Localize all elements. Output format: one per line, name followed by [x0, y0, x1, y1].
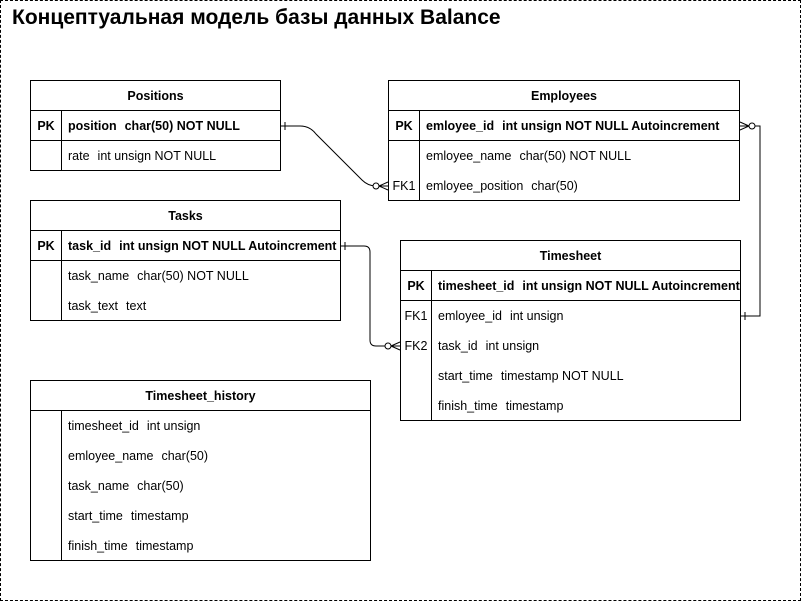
- field-type: timestamp: [505, 399, 564, 413]
- field-row: finish_time timestamp: [401, 391, 740, 421]
- key-label: PK: [407, 279, 425, 293]
- field-row: task_name char(50): [31, 471, 370, 501]
- field-type: int unsign NOT NULL Autoincrement: [522, 279, 740, 293]
- field-row: task_name char(50) NOT NULL: [31, 261, 340, 291]
- field-row: task_text text: [31, 291, 340, 321]
- entity-timesheet-history[interactable]: Timesheet_history timesheet_id int unsign…: [30, 380, 371, 561]
- field-type: char(50): [531, 179, 578, 193]
- field-name: timesheet_id: [438, 279, 515, 293]
- entity-header: Employees: [389, 81, 739, 111]
- field-name: rate: [68, 149, 90, 163]
- field-name: start_time: [438, 369, 493, 383]
- key-divider: [431, 271, 432, 420]
- zero-marker-icon: [748, 122, 756, 130]
- key-label: FK2: [404, 339, 428, 353]
- entity-header: Timesheet: [401, 241, 740, 271]
- zero-marker-icon: [384, 342, 392, 350]
- field-name: task_id: [68, 239, 112, 253]
- key-label: FK1: [392, 179, 416, 193]
- pk-row: PK task_id int unsign NOT NULL Autoincrem…: [31, 231, 340, 261]
- field-type: timestamp: [135, 539, 194, 553]
- pk-row: PK position char(50) NOT NULL: [31, 111, 280, 141]
- field-name: start_time: [68, 509, 123, 523]
- field-type: int unsign: [509, 309, 564, 323]
- entity-positions[interactable]: Positions PK position char(50) NOT NULL r…: [30, 80, 281, 171]
- field-row: rate int unsign NOT NULL: [31, 141, 280, 171]
- zero-marker-icon: [372, 182, 380, 190]
- entity-header: Timesheet_history: [31, 381, 370, 411]
- relation-employees-timesheet[interactable]: [740, 125, 761, 317]
- field-type: text: [126, 299, 147, 313]
- key-divider: [419, 111, 420, 200]
- crowfoot-icon: [378, 181, 389, 191]
- field-type: char(50) NOT NULL: [124, 119, 240, 133]
- entity-header: Tasks: [31, 201, 340, 231]
- entity-employees[interactable]: Employees PK emloyee_id int unsign NOT NU…: [388, 80, 740, 201]
- crowfoot-icon: [739, 121, 750, 131]
- pk-row: PK timesheet_id int unsign NOT NULL Autoi…: [401, 271, 740, 301]
- field-type: int unsign NOT NULL Autoincrement: [502, 119, 720, 133]
- field-type: char(50): [161, 449, 209, 463]
- field-row: emloyee_name char(50) NOT NULL: [389, 141, 739, 171]
- field-name: position: [68, 119, 117, 133]
- field-type: timestamp NOT NULL: [500, 369, 624, 383]
- key-label: PK: [37, 239, 55, 253]
- key-divider: [61, 231, 62, 320]
- field-row: timesheet_id int unsign: [31, 411, 370, 441]
- field-name: emloyee_id: [438, 309, 502, 323]
- entity-timesheet[interactable]: Timesheet PK timesheet_id int unsign NOT …: [400, 240, 741, 421]
- key-divider: [61, 111, 62, 170]
- key-label: FK1: [404, 309, 428, 323]
- field-type: int unsign: [485, 339, 540, 353]
- field-name: emloyee_name: [426, 149, 512, 163]
- field-name: finish_time: [438, 399, 498, 413]
- field-name: task_name: [68, 479, 130, 493]
- field-type: int unsign NOT NULL: [97, 149, 217, 163]
- field-type: timestamp: [130, 509, 189, 523]
- entity-tasks[interactable]: Tasks PK task_id int unsign NOT NULL Auto…: [30, 200, 341, 321]
- relation-tasks-timesheet[interactable]: [341, 245, 400, 347]
- field-name: finish_time: [68, 539, 128, 553]
- field-name: emloyee_id: [426, 119, 495, 133]
- field-name: task_text: [68, 299, 119, 313]
- field-row: FK1 emloyee_position char(50): [389, 171, 739, 201]
- field-name: timesheet_id: [68, 419, 139, 433]
- diagram-title: Концептуальная модель базы данных Balanc…: [12, 6, 501, 29]
- key-label: PK: [37, 119, 55, 133]
- field-row: emloyee_name char(50): [31, 441, 370, 471]
- key-divider: [61, 411, 62, 560]
- field-row: start_time timestamp: [31, 501, 370, 531]
- field-type: int unsign NOT NULL Autoincrement: [119, 239, 337, 253]
- relation-positions-employees[interactable]: [281, 125, 388, 187]
- field-type: char(50): [137, 479, 184, 493]
- key-label: PK: [395, 119, 413, 133]
- field-row: FK1 emloyee_id int unsign: [401, 301, 740, 331]
- field-name: task_name: [68, 269, 130, 283]
- field-name: emloyee_position: [426, 179, 524, 193]
- entity-header: Positions: [31, 81, 280, 111]
- field-row: start_time timestamp NOT NULL: [401, 361, 740, 391]
- field-type: char(50) NOT NULL: [137, 269, 249, 283]
- pk-row: PK emloyee_id int unsign NOT NULL Autoinc…: [389, 111, 739, 141]
- field-type: char(50) NOT NULL: [519, 149, 632, 163]
- field-name: task_id: [438, 339, 478, 353]
- field-name: emloyee_name: [68, 449, 154, 463]
- field-row: finish_time timestamp: [31, 531, 370, 561]
- field-type: int unsign: [146, 419, 201, 433]
- field-row: FK2 task_id int unsign: [401, 331, 740, 361]
- crowfoot-icon: [390, 341, 401, 351]
